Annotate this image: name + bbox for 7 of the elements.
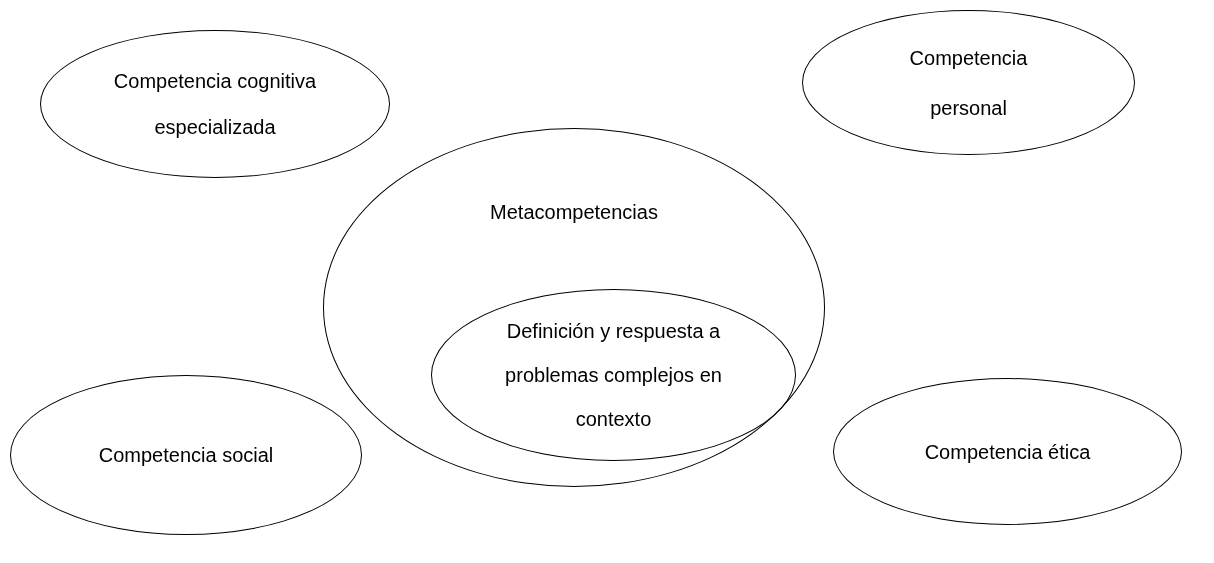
node-label: Metacompetencias (489, 200, 659, 225)
node-label: Competencia social (97, 443, 275, 468)
node-label: Competencia cognitiva especializada (112, 69, 318, 140)
oval-node (323, 128, 825, 487)
node-label: Definición y respuesta a problemas complejos en contexto (504, 319, 723, 432)
node-label: Competencia ética (923, 439, 1092, 465)
node-label: Competencia personal (908, 45, 1029, 121)
